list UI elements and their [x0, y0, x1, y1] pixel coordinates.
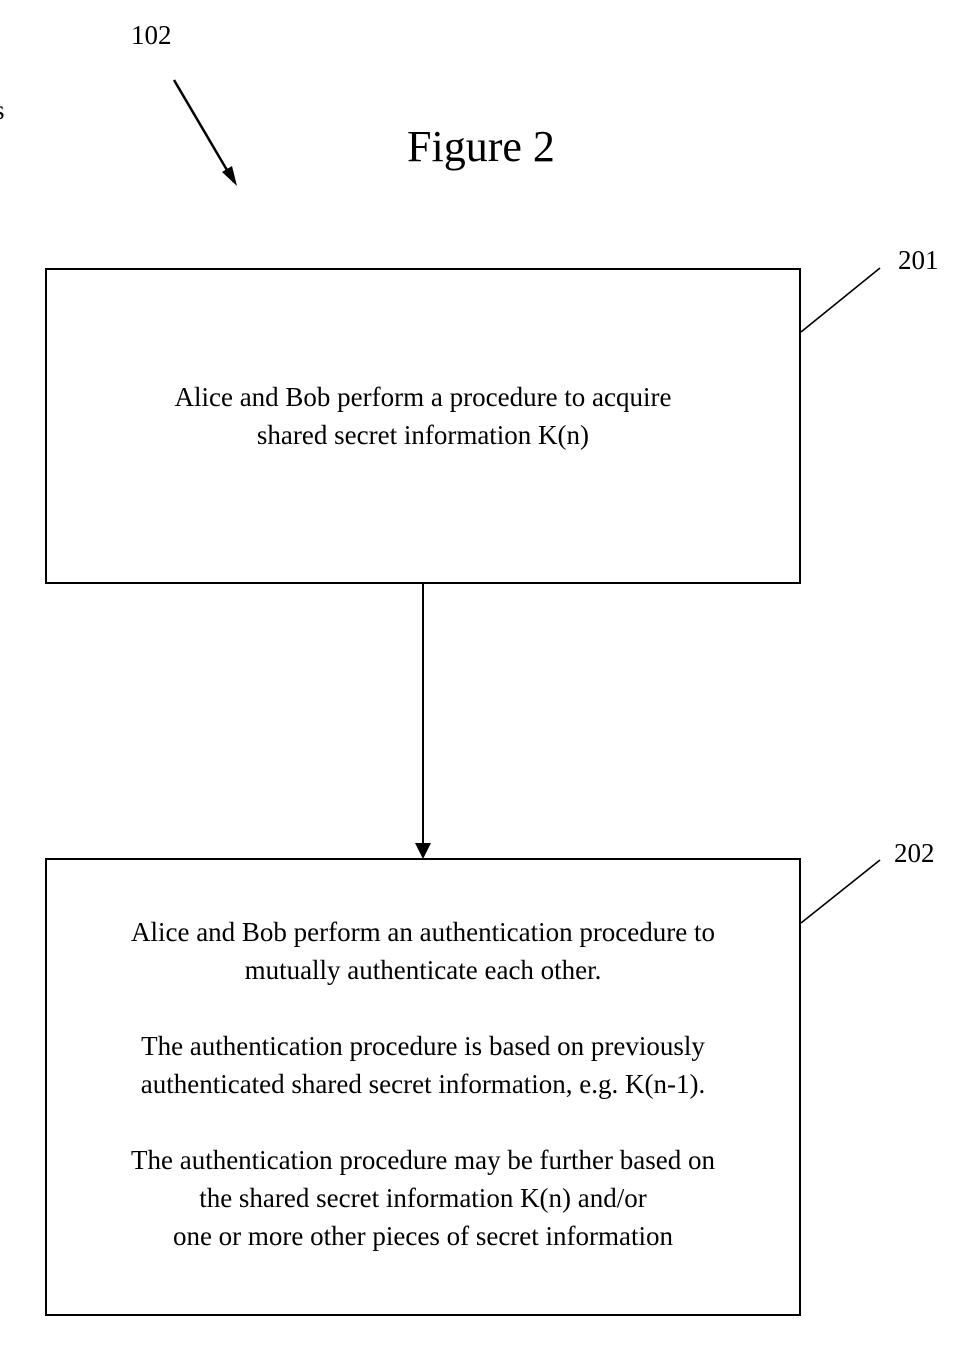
- step-202-text-line: the shared secret information K(n) and/o…: [131, 1179, 715, 1217]
- step-202-paragraph: The authentication procedure may be furt…: [131, 1141, 715, 1255]
- leader-line-202: [801, 860, 880, 923]
- step-202-paragraph: The authentication procedure is based on…: [141, 1027, 706, 1103]
- reference-numeral-201: 201: [898, 247, 939, 274]
- step-202-text-line: Alice and Bob perform an authentication …: [131, 913, 715, 951]
- step-202-text-line: one or more other pieces of secret infor…: [131, 1217, 715, 1255]
- reference-numeral-102: 102: [131, 22, 172, 49]
- step-201-text-line: shared secret information K(n): [174, 416, 671, 454]
- cropped-edge-text: s: [0, 97, 9, 124]
- step-202-text-line: The authentication procedure may be furt…: [131, 1141, 715, 1179]
- step-box-202: Alice and Bob perform an authentication …: [45, 858, 801, 1316]
- step-box-201: Alice and Bob perform a procedure to acq…: [45, 268, 801, 584]
- overall-reference-arrowhead: [222, 166, 237, 186]
- step-202-text-line: authenticated shared secret information,…: [141, 1065, 706, 1103]
- step-201-paragraph: Alice and Bob perform a procedure to acq…: [174, 378, 671, 454]
- flow-arrowhead: [415, 843, 431, 859]
- step-202-text-line: mutually authenticate each other.: [131, 951, 715, 989]
- leader-line-201: [801, 268, 880, 332]
- step-202-text-line: The authentication procedure is based on…: [141, 1027, 706, 1065]
- reference-numeral-202: 202: [894, 840, 935, 867]
- step-202-paragraph: Alice and Bob perform an authentication …: [131, 913, 715, 989]
- step-201-text-line: Alice and Bob perform a procedure to acq…: [174, 378, 671, 416]
- figure-title: Figure 2: [0, 125, 962, 169]
